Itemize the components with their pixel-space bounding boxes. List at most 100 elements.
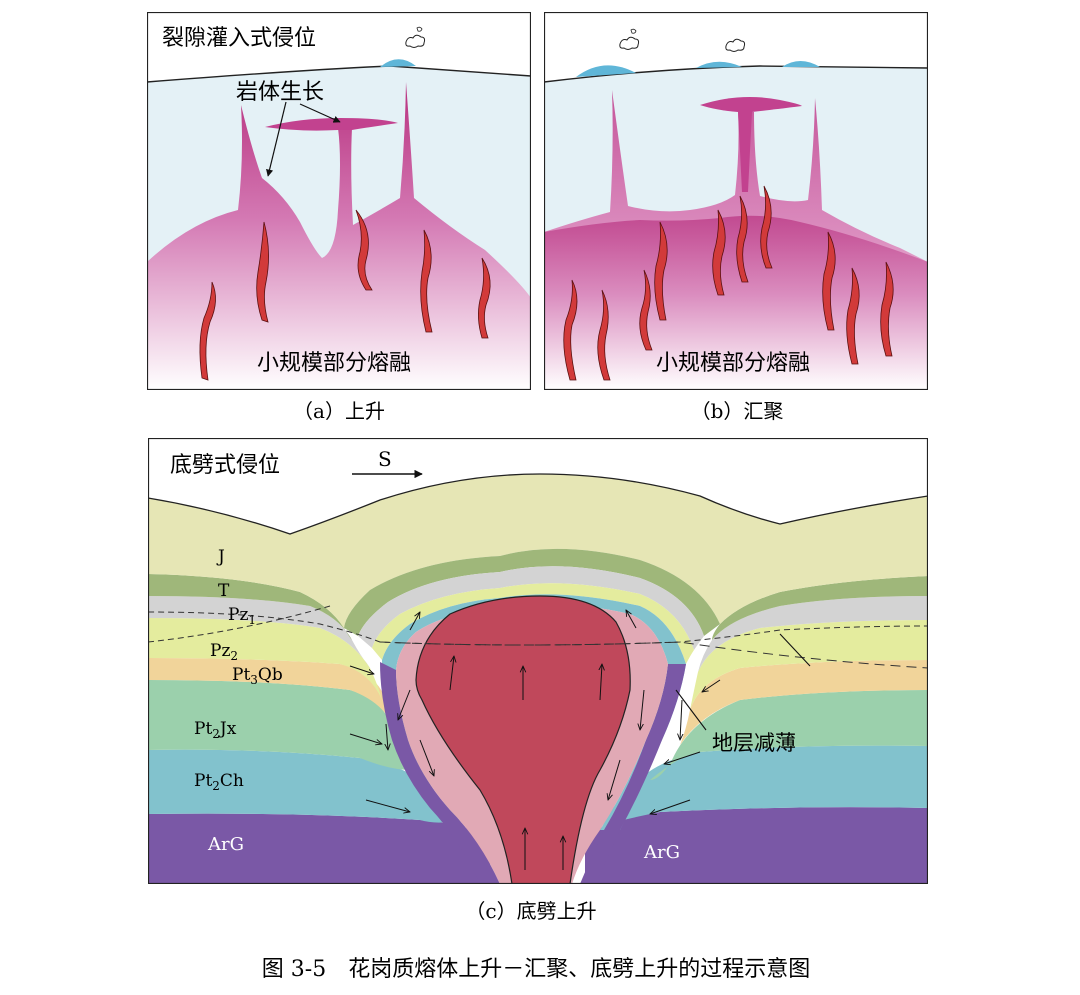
layer-label-Pt3Qb: Pt3Qb	[232, 665, 283, 687]
panel-c	[148, 438, 928, 884]
layer-label-ArG-right: ArG	[643, 842, 680, 863]
panel-c-direction-label: S	[378, 447, 392, 471]
panel-a-surface-line	[147, 65, 531, 83]
panel-c-flow-arrow	[608, 759, 621, 800]
panel-b-water	[782, 61, 820, 67]
panel-b-volcanic-puff-icon	[725, 38, 746, 52]
panel-c-layer-T-right	[712, 576, 928, 640]
panel-c-dashed-line	[148, 611, 928, 646]
panel-c-flow-arrow	[386, 723, 388, 750]
panel-b-stem	[738, 112, 752, 192]
panel-c-layer-T-left	[148, 574, 352, 640]
panel-b-surface-line	[544, 65, 928, 83]
panel-b-melt-label: 小规模部分熔融	[656, 351, 810, 376]
panel-a-dyke	[355, 209, 373, 291]
panel-a-dyke	[420, 229, 433, 333]
panel-c-layer-Pz2-right	[690, 620, 928, 710]
panel-b-sill	[700, 96, 802, 112]
panel-c-flow-arrow	[449, 656, 454, 691]
panel-c-frame	[148, 438, 928, 884]
panel-c-flow-arrow	[626, 610, 637, 629]
panel-c-flow-arrow	[702, 679, 721, 692]
panel-c-diapir-core	[415, 595, 631, 884]
panel-b-volcanic-puff-icon	[619, 28, 640, 50]
panel-a	[147, 12, 531, 390]
panel-c-flow-arrow	[398, 689, 411, 720]
panel-c-layer-ArG-right	[585, 807, 928, 884]
layer-label-ArG-left: ArG	[207, 834, 244, 855]
panel-c-layer-ArG-shell-right	[580, 664, 686, 884]
panel-a-sky	[147, 12, 531, 82]
panel-c-layer-Pz2-arch	[372, 583, 694, 664]
panel-c-thinning-label: 地层减薄	[712, 731, 796, 755]
panel-c-layer-ArG-left	[148, 813, 490, 884]
panel-b-dyke	[736, 195, 749, 283]
panel-c-layer-Pt2Jx-left	[148, 680, 410, 770]
panel-c-flow-arrow	[664, 751, 701, 764]
panel-a-frame	[147, 12, 531, 390]
panel-c-layer-ArG-shell-left	[380, 662, 500, 884]
panel-b-dyke	[712, 209, 726, 296]
panel-a-sill	[265, 118, 398, 131]
panel-b-dyke	[654, 221, 668, 321]
panel-c-thinning-leader	[675, 689, 707, 731]
panel-c-surface-line	[148, 473, 928, 535]
panel-c-layer-Pz1-right	[698, 596, 928, 672]
panel-b-dyke	[563, 279, 578, 381]
panel-c-flow-arrow	[409, 612, 420, 631]
panel-b-water	[696, 61, 742, 68]
panel-c-layer-Pz1-left	[148, 596, 370, 668]
layer-label-Pt2Jx: Pt2Jx	[194, 719, 237, 741]
figure-caption: 图 3-5 花岗质熔体上升－汇聚、底劈上升的过程示意图	[262, 957, 810, 982]
panel-c-flow-arrow	[349, 665, 374, 674]
panel-a-caption: （a）上升	[293, 399, 385, 423]
panel-a-water	[380, 59, 416, 67]
panel-a-melt-body	[147, 82, 531, 390]
layer-label-Pt2Ch: Pt2Ch	[194, 771, 244, 793]
panel-b-caption: （b）汇聚	[691, 399, 784, 423]
panel-c-layer-Pt2Ch-right	[590, 745, 928, 828]
panel-c-layer-Pz2-left	[148, 618, 382, 700]
panel-a-dyke	[256, 221, 269, 323]
panel-c-title: 底劈式侵位	[170, 453, 280, 478]
panel-c-flow-arrow	[650, 799, 691, 814]
panel-c-flow-arrow	[349, 733, 382, 744]
layer-label-T: T	[218, 581, 230, 601]
panel-c-layer-T-arch	[344, 548, 720, 636]
panel-a-dyke	[478, 257, 491, 339]
panel-a-growth-arrow	[266, 101, 287, 177]
layer-label-Pz1: Pz1	[228, 605, 256, 627]
panel-c-dashed-line	[379, 641, 928, 669]
panel-b-dyke	[597, 289, 611, 381]
panel-b-dyke	[639, 269, 653, 351]
panel-c-layer-Pt2Jx-right	[650, 690, 928, 780]
panel-b-dyke	[846, 267, 860, 365]
panel-a-dyke	[199, 281, 216, 381]
panel-a-title: 裂隙灌入式侵位	[162, 26, 316, 51]
panel-a-volcanic-puff-icon	[405, 26, 426, 48]
panel-c-flow-arrow	[419, 739, 434, 776]
panel-c-layer-Pz1-arch	[358, 566, 704, 650]
layer-label-Pz2: Pz2	[210, 641, 238, 663]
panel-c-caption: （c）底劈上升	[465, 899, 596, 923]
panel-b-dyke	[760, 185, 773, 269]
panel-a-melt-label: 小规模部分熔融	[257, 351, 411, 376]
panel-c-layer-teal-shell	[382, 594, 686, 830]
panel-c-layer-Pt2Ch-left	[148, 749, 470, 823]
panel-c-layer-Pt3Qb-left	[148, 658, 390, 720]
panel-c-flow-arrow	[365, 799, 410, 812]
panel-b-dyke	[822, 231, 836, 331]
panel-b-frame	[544, 12, 928, 390]
panel-c-flow-arrow	[640, 689, 645, 730]
panel-c-layer-Pt3Qb-right	[680, 660, 928, 745]
panel-b-water	[576, 65, 636, 77]
panel-a-growth-arrow	[299, 103, 341, 123]
panel-c-flow-arrow	[600, 664, 602, 701]
layer-label-J: J	[216, 547, 225, 567]
panel-c-thinning-leader	[779, 633, 811, 667]
panel-a-growth-label: 岩体生长	[236, 80, 324, 105]
panel-b	[544, 12, 928, 390]
panel-c-dashed-line	[148, 605, 331, 643]
panel-c-layer-J	[148, 474, 928, 628]
